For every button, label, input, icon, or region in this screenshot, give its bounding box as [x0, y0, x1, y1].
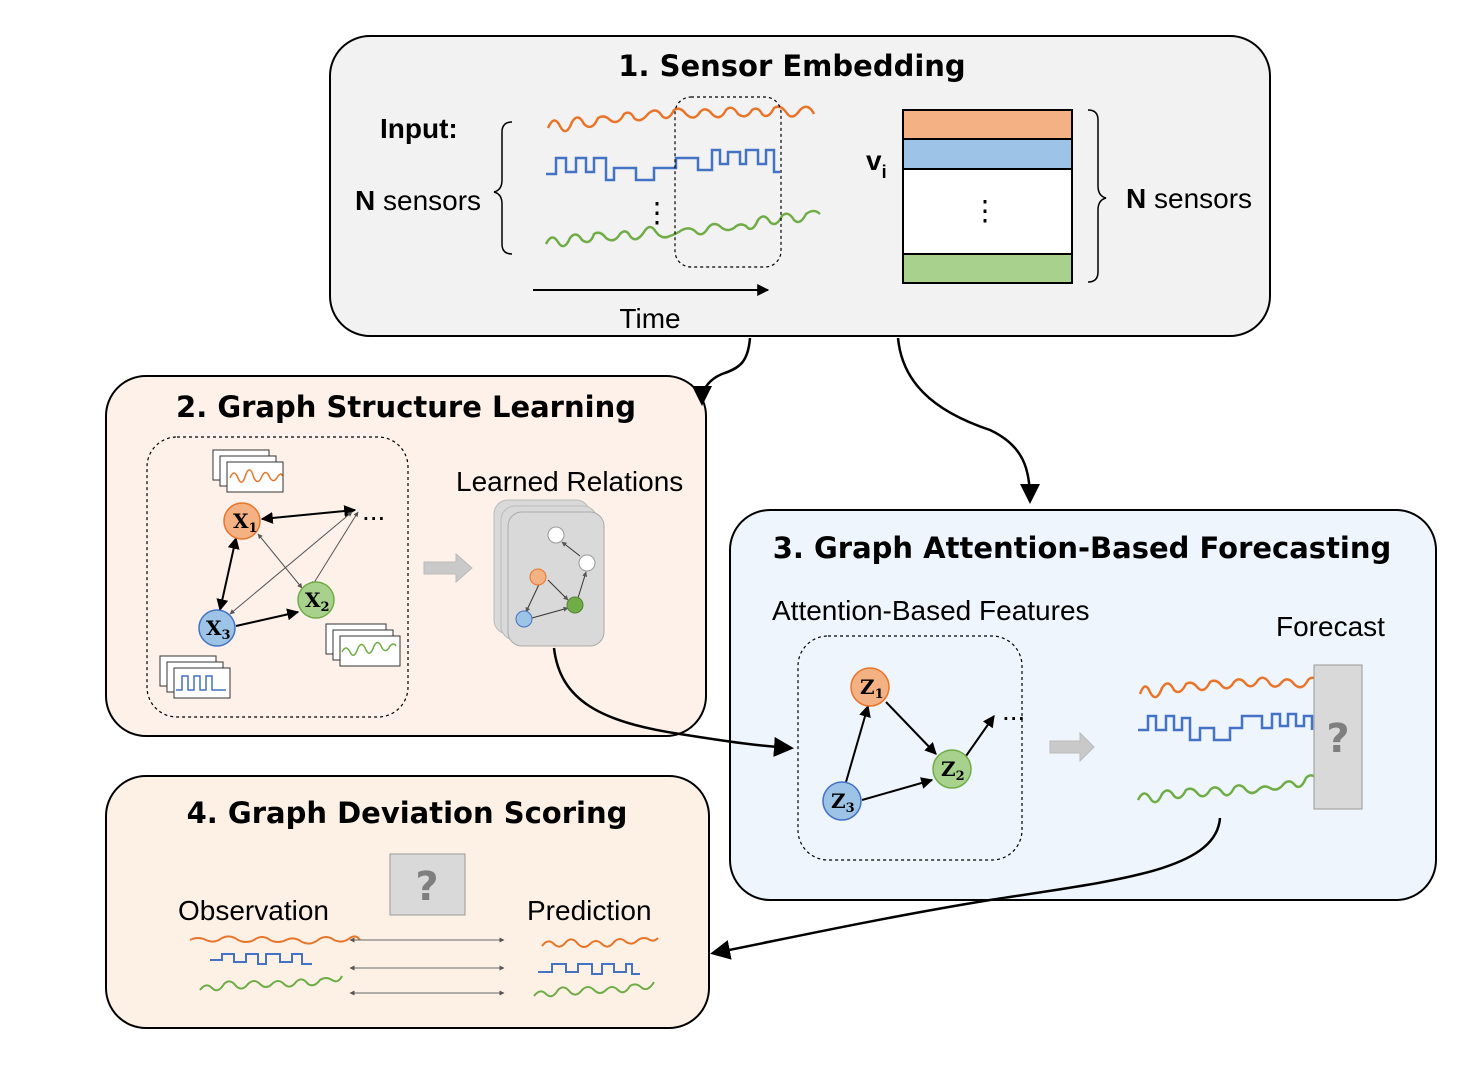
forecast-orange-signal — [1138, 675, 1342, 699]
observation-green — [199, 975, 343, 992]
arrow-2-to-3 — [552, 647, 794, 757]
panel3-flow-arrow — [1049, 731, 1095, 763]
panel1-title: 1. Sensor Embedding — [618, 49, 965, 83]
node-z3: Z3 — [822, 781, 862, 821]
embedding-matrix: ⋮ — [902, 109, 1073, 284]
learned-relations-stack — [493, 499, 605, 647]
attention-more: ... — [1002, 695, 1025, 726]
green-signal — [544, 209, 821, 248]
attention-graph-box — [797, 635, 1023, 861]
green-embedding-row — [902, 253, 1073, 284]
prediction-green — [533, 981, 655, 998]
left-brace — [493, 121, 513, 255]
arrow-1-to-2 — [692, 337, 752, 406]
matrix-ellipsis: ⋮ — [971, 195, 999, 226]
node-z2-label: Z2 — [941, 757, 965, 784]
window-box — [674, 96, 782, 268]
panel-sensor-embedding: 1. Sensor Embedding Input: N sensors ⋮ T… — [329, 35, 1271, 337]
attention-features-label: Attention-Based Features — [772, 595, 1090, 626]
input-label: Input: — [380, 113, 458, 144]
node-x2-label: X2 — [305, 588, 330, 615]
blue-thumbnails — [159, 655, 231, 699]
node-z1: Z1 — [850, 667, 890, 707]
observation-label: Observation — [178, 895, 329, 926]
observation-orange — [189, 935, 361, 945]
panel2-flow-arrow — [423, 552, 473, 584]
graph-edges — [216, 505, 359, 627]
panel-graph-deviation-scoring: 4. Graph Deviation Scoring ? Observation… — [105, 775, 710, 1029]
n-sensors-right-label: N sensors — [1126, 183, 1252, 214]
node-z2: Z2 — [932, 749, 972, 789]
learned-relations-label: Learned Relations — [456, 466, 683, 497]
node-z1-label: Z1 — [860, 675, 884, 702]
n-sensors-label: N sensors — [355, 185, 481, 216]
green-thumbnails — [325, 623, 401, 667]
node-z3-label: Z3 — [831, 789, 855, 816]
node-x1-label: X1 — [233, 509, 258, 536]
node-x1: X1 — [223, 502, 261, 540]
forecast-unknown-box — [1313, 664, 1363, 810]
orange-signal — [546, 105, 816, 133]
panel-graph-structure-learning: 2. Graph Structure Learning — [105, 375, 707, 737]
forecast-label: Forecast — [1276, 611, 1385, 642]
prediction-label: Prediction — [527, 895, 652, 926]
prediction-orange — [541, 937, 659, 948]
orange-embedding-row — [902, 109, 1073, 140]
panel-graph-attention-forecasting: 3. Graph Attention-Based Forecasting Att… — [729, 509, 1437, 901]
deviation-unknown-box — [389, 853, 466, 916]
node-x3: X3 — [198, 609, 236, 647]
node-x3-label: X3 — [206, 616, 231, 643]
blue-embedding-row — [902, 138, 1073, 170]
graph-more: ... — [362, 495, 385, 526]
flow-connectors — [552, 337, 1222, 960]
panel3-title: 3. Graph Attention-Based Forecasting — [773, 531, 1392, 565]
arrow-1-to-3 — [896, 337, 1040, 504]
orange-thumbnails — [212, 449, 284, 493]
node-x2: X2 — [297, 581, 335, 619]
time-label: Time — [619, 303, 680, 334]
prediction-blue — [538, 963, 640, 975]
forecast-blue-signal — [1138, 712, 1314, 742]
forecast-question-mark: ? — [1326, 716, 1349, 762]
sensors-ellipsis: ⋮ — [643, 197, 671, 228]
blue-signal — [546, 148, 780, 182]
panel2-title: 2. Graph Structure Learning — [176, 390, 636, 424]
right-brace — [1087, 109, 1107, 283]
arrow-3-to-4 — [710, 817, 1222, 960]
observation-blue — [210, 953, 312, 965]
panel4-title: 4. Graph Deviation Scoring — [187, 796, 628, 830]
forecast-green-signal — [1136, 770, 1339, 804]
attention-edges — [845, 701, 995, 801]
deviation-question-mark: ? — [415, 864, 438, 910]
vector-label: vi — [866, 145, 887, 182]
